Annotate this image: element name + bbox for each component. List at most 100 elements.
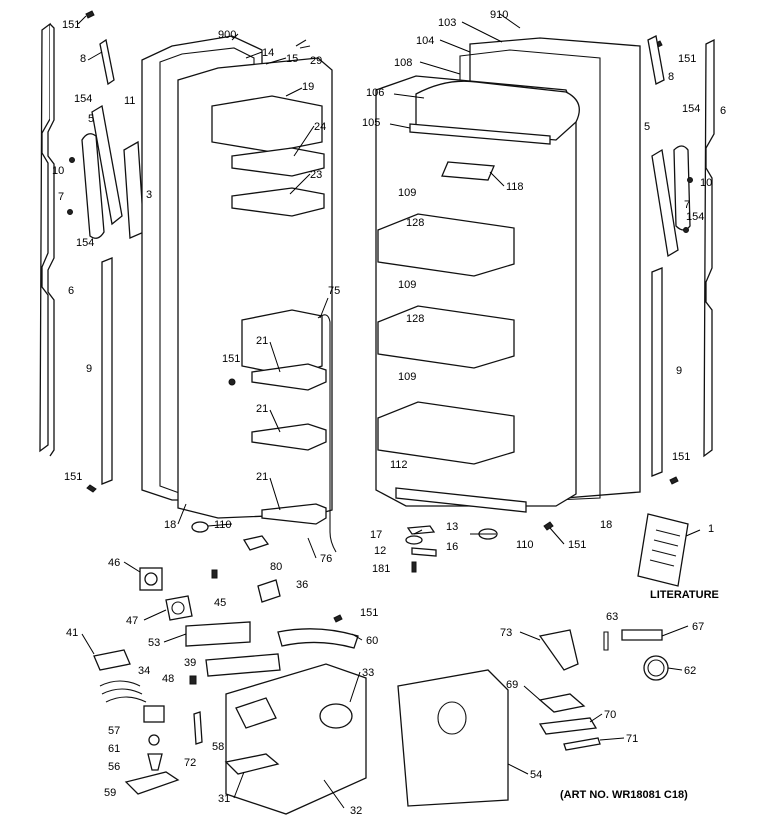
- door-trim-6-left-edge: [47, 23, 55, 457]
- butter-bin-118: [441, 161, 495, 181]
- trim-9-left: [101, 257, 113, 485]
- callout: 21: [256, 335, 268, 347]
- screw-151-door: [228, 378, 236, 386]
- callout: 128: [406, 217, 424, 229]
- callout: 110: [516, 539, 534, 551]
- callout: 154: [686, 211, 704, 223]
- dispenser-parts: [93, 567, 669, 815]
- part-45: [211, 569, 218, 579]
- trim-9-right: [651, 267, 663, 477]
- callout: 10: [700, 177, 712, 189]
- callout: 3: [146, 189, 152, 201]
- door-trim-6-left: [39, 22, 51, 453]
- literature-booklet: [637, 513, 689, 587]
- door-bin-109-b: [377, 305, 515, 369]
- door-trim-6-right: [703, 38, 715, 458]
- callout: 118: [506, 181, 524, 193]
- callout: 47: [126, 615, 138, 627]
- part-46-knob: [144, 572, 158, 586]
- callout: 105: [362, 117, 380, 129]
- panel-53: [185, 621, 251, 647]
- screw-154-left: [67, 209, 73, 215]
- screw-151-top-left: [85, 10, 95, 19]
- callout: 15: [286, 53, 298, 65]
- callout: 62: [684, 665, 696, 677]
- callout: 76: [320, 553, 332, 565]
- callout: 59: [104, 787, 116, 799]
- callout: 21: [256, 471, 268, 483]
- callout: 8: [80, 53, 86, 65]
- water-tube-75: [317, 314, 337, 553]
- callout: 910: [490, 9, 508, 21]
- door-shelf-21-a: [251, 363, 327, 391]
- screw-10-right: [687, 177, 693, 183]
- screw-151-bottom-right: [669, 476, 679, 485]
- callout: 18: [164, 519, 176, 531]
- part-47-ring: [171, 601, 185, 615]
- callout: 80: [270, 561, 282, 573]
- pedal-59: [124, 771, 180, 795]
- screw-154-right: [683, 227, 689, 233]
- callout: 8: [668, 71, 674, 83]
- screw-10-left: [69, 157, 75, 163]
- callout: 154: [682, 103, 700, 115]
- callout: 36: [296, 579, 308, 591]
- handle-grip-right: [673, 145, 691, 231]
- dispenser-housing-32: [225, 663, 367, 815]
- part-70: [538, 717, 598, 735]
- callout: 151: [222, 353, 240, 365]
- part-48: [189, 675, 197, 685]
- callout: 72: [184, 757, 196, 769]
- callout: 109: [398, 187, 416, 199]
- callout: 70: [604, 709, 616, 721]
- part-80: [242, 535, 270, 551]
- wire-harness-34: [99, 680, 147, 703]
- callout: 5: [644, 121, 650, 133]
- right-trim-parts: [637, 35, 715, 587]
- callout: 39: [184, 657, 196, 669]
- part-36: [257, 579, 281, 603]
- board-39: [205, 653, 281, 677]
- callout: 103: [438, 17, 456, 29]
- callout: 57: [108, 725, 120, 737]
- callout: 128: [406, 313, 424, 325]
- callout: 56: [108, 761, 120, 773]
- cover-54-opening: [437, 701, 467, 735]
- trim-8-left: [99, 38, 115, 86]
- callout: 151: [672, 451, 690, 463]
- part-57: [143, 705, 165, 723]
- part-69: [538, 693, 586, 713]
- part-41: [93, 649, 131, 671]
- callout: 12: [374, 545, 386, 557]
- callout: 151: [62, 19, 80, 31]
- callout: 1: [708, 523, 714, 535]
- part-72: [193, 711, 203, 745]
- callout: 18: [600, 519, 612, 531]
- callout: 17: [370, 529, 382, 541]
- callout: 151: [678, 53, 696, 65]
- handle-5-right: [651, 148, 679, 258]
- callout: 71: [626, 733, 638, 745]
- callout: 151: [64, 471, 82, 483]
- callout: 41: [66, 627, 78, 639]
- callout: 112: [390, 459, 408, 471]
- callout: 29: [310, 55, 322, 67]
- literature-lines: [649, 529, 681, 567]
- callout: 31: [218, 793, 230, 805]
- cover-3: [123, 140, 145, 239]
- part-47: [165, 595, 193, 621]
- door-bin-upper: [241, 309, 323, 377]
- callout: 63: [606, 611, 618, 623]
- callout: 7: [684, 199, 690, 211]
- callout: 73: [500, 627, 512, 639]
- dairy-door-106: [415, 80, 580, 141]
- part-56: [147, 753, 163, 771]
- callout: 67: [692, 621, 704, 633]
- screw-151-bottom-left: [86, 484, 97, 493]
- callout: 61: [108, 743, 120, 755]
- callout: 104: [416, 35, 434, 47]
- callout: 181: [372, 563, 390, 575]
- screw-151-right-door: [543, 521, 554, 531]
- part-16: [405, 535, 423, 545]
